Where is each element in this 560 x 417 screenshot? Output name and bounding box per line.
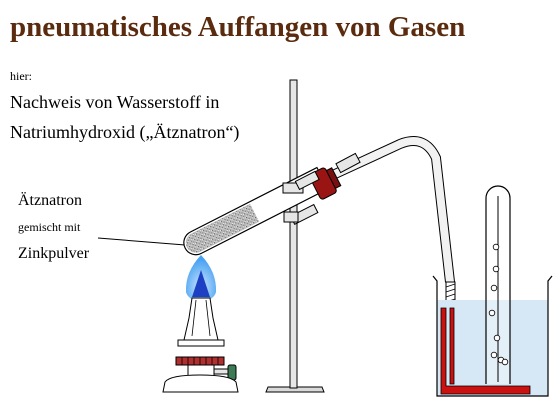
intro-hier: hier: (10, 69, 32, 83)
burner-flame (185, 255, 217, 302)
bunsen-burner (162, 297, 239, 393)
delivery-tube (333, 137, 454, 283)
label-gemischt-mit: gemischt mit (18, 220, 81, 234)
tube-end-underwater (440, 307, 531, 395)
label-pointer-line (97, 237, 186, 246)
label-aetznatron: Ätznatron (18, 192, 82, 209)
clamp (282, 170, 320, 226)
stand-base (265, 386, 325, 393)
collecting-tube (485, 185, 511, 384)
intro-line-1: Nachweis von Wasserstoff in (10, 92, 220, 112)
zinc-powder-mixture (185, 203, 260, 253)
hose-connector (335, 152, 361, 174)
page-title: pneumatisches Auffangen von Gasen (10, 11, 466, 43)
intro-line-2: Natriumhydroxid („Ätznatron“) (10, 122, 240, 142)
stand-rod (289, 79, 298, 389)
label-zinkpulver: Zinkpulver (18, 245, 90, 262)
gas-bubbles (488, 243, 509, 366)
